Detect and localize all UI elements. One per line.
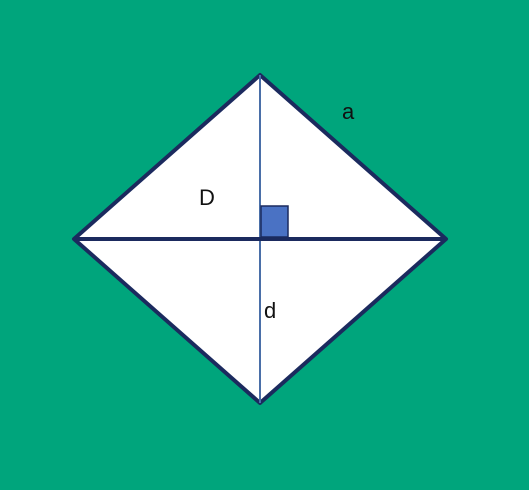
right-angle-marker <box>260 205 289 238</box>
short-diagonal-label: d <box>264 298 276 323</box>
side-label-a: a <box>342 99 355 124</box>
long-diagonal-label: D <box>199 185 215 210</box>
